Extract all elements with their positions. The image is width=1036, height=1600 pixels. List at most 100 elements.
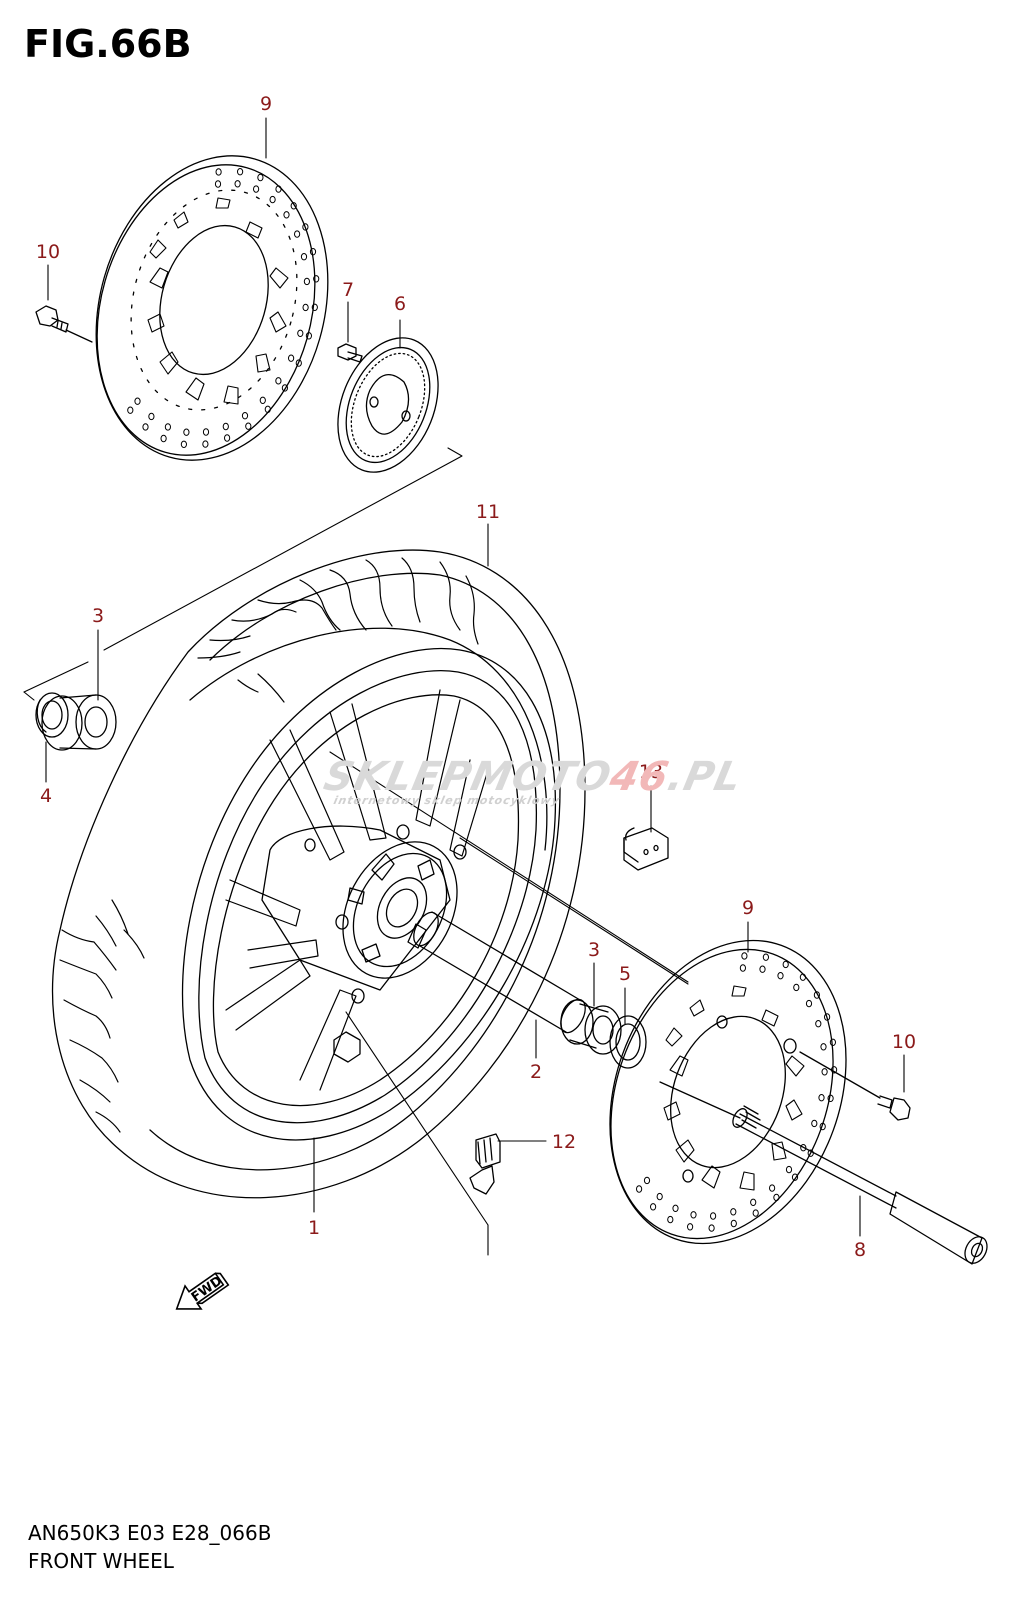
disc-hole (294, 230, 301, 238)
disc-hole (819, 1122, 826, 1131)
disc-hole (821, 1068, 828, 1076)
front-axle (659, 1081, 988, 1265)
disc-hole (127, 406, 134, 414)
disc-hole (283, 211, 290, 219)
disc-hole (183, 428, 190, 436)
disc-hole (690, 1211, 697, 1219)
disc-hole (281, 384, 288, 392)
disc-hole (148, 412, 155, 421)
disc-hole (222, 422, 229, 431)
disc-bolt-top (35, 305, 93, 343)
disc-hole (805, 999, 813, 1008)
disc-bolt-right (799, 1051, 911, 1121)
disc-hole (309, 248, 317, 256)
figure-title: FIG.66B (24, 22, 192, 66)
callout-3-left: 3 (92, 605, 104, 627)
disc-hole (295, 359, 302, 367)
svg-text:SKLEPMOTO46.PL: SKLEPMOTO46.PL (320, 752, 747, 799)
callout-4: 4 (40, 785, 52, 807)
disc-hole (710, 1212, 717, 1220)
disc-hole (750, 1198, 757, 1207)
disc-hole (818, 1094, 825, 1102)
disc-hole (730, 1219, 737, 1228)
callout-7: 7 (342, 279, 354, 301)
disc-hole (829, 1038, 837, 1047)
disc-hole (275, 377, 282, 385)
disc-hole (636, 1185, 643, 1193)
disc-hole (827, 1094, 834, 1103)
callout-1: 1 (308, 1217, 320, 1239)
callout-numbers: 9 10 7 6 11 3 4 13 9 3 5 10 2 12 1 8 (36, 93, 916, 1261)
callout-3-right: 3 (588, 939, 600, 961)
disc-hole (820, 1043, 827, 1051)
callout-10-right: 10 (892, 1031, 916, 1053)
callout-2: 2 (530, 1061, 542, 1083)
model-code: AN650K3 E03 E28_066B (28, 1521, 272, 1545)
disc-hole (730, 1208, 737, 1216)
axle-spacer (413, 911, 586, 1034)
sensor-ring-screw (337, 343, 363, 363)
disc-hole (741, 952, 748, 960)
callout-9-right: 9 (742, 897, 754, 919)
disc-hole (762, 953, 770, 961)
disc-hole (214, 180, 222, 188)
disc-hole (257, 173, 264, 182)
disc-hole (302, 223, 309, 231)
disc-hole (708, 1224, 715, 1232)
disc-hole (224, 434, 231, 442)
disc-hole (815, 1020, 822, 1028)
disc-hole (275, 185, 282, 193)
disc-hole (290, 202, 297, 210)
disc-hole (793, 983, 800, 992)
wheel-rim (181, 647, 557, 1141)
fwd-direction-arrow: FWD (175, 1272, 230, 1310)
disc-hole (667, 1215, 674, 1224)
watermark-brand-prefix: SKLEPMOTO (320, 752, 616, 799)
disc-hole (180, 440, 187, 448)
disc-hole (800, 1144, 807, 1152)
disc-hole (234, 180, 241, 188)
callout-9-top: 9 (260, 93, 272, 115)
disc-hole (824, 1013, 831, 1021)
disc-hole (302, 303, 309, 312)
watermark-tagline: internetowy sklep motocyklowy (332, 794, 561, 807)
disc-hole (297, 329, 304, 337)
disc-hole (160, 434, 167, 443)
disc-hole (656, 1192, 663, 1201)
disc-hole (269, 195, 276, 204)
brake-disc-top (95, 155, 329, 461)
clip-13 (623, 827, 669, 871)
abs-sensor-ring (337, 337, 439, 473)
disc-hole (142, 423, 149, 431)
oil-seal-right (609, 1015, 647, 1069)
watermark-brand-suffix: .PL (664, 752, 747, 799)
disc-hole (245, 422, 252, 430)
disc-hole (752, 1209, 759, 1217)
watermark-brand-accent: 46 (605, 752, 674, 799)
disc-hole (253, 185, 260, 193)
disc-hole (313, 275, 320, 283)
disc-hole (134, 397, 141, 405)
front-tire (51, 549, 586, 1199)
watermark: SKLEPMOTO46.PL internetowy sklep motocyk… (320, 752, 747, 807)
disc-hole (813, 991, 821, 999)
section-name: FRONT WHEEL (28, 1549, 174, 1573)
disc-hole (773, 1193, 780, 1202)
disc-hole (643, 1176, 651, 1185)
leader-lines (45, 117, 905, 1237)
callout-6: 6 (394, 293, 406, 315)
disc-hole (202, 428, 210, 436)
disc-hole (202, 440, 209, 448)
wheel-bearing-right (560, 999, 622, 1055)
callout-12: 12 (552, 1131, 576, 1153)
callout-5: 5 (619, 963, 631, 985)
disc-hole (237, 168, 244, 176)
disc-hole (687, 1223, 694, 1231)
disc-hole (164, 423, 171, 431)
disc-hole (759, 965, 766, 973)
callout-11: 11 (476, 501, 500, 523)
disc-hole (259, 396, 266, 404)
disc-hole (785, 1165, 793, 1174)
disc-hole (215, 168, 222, 176)
